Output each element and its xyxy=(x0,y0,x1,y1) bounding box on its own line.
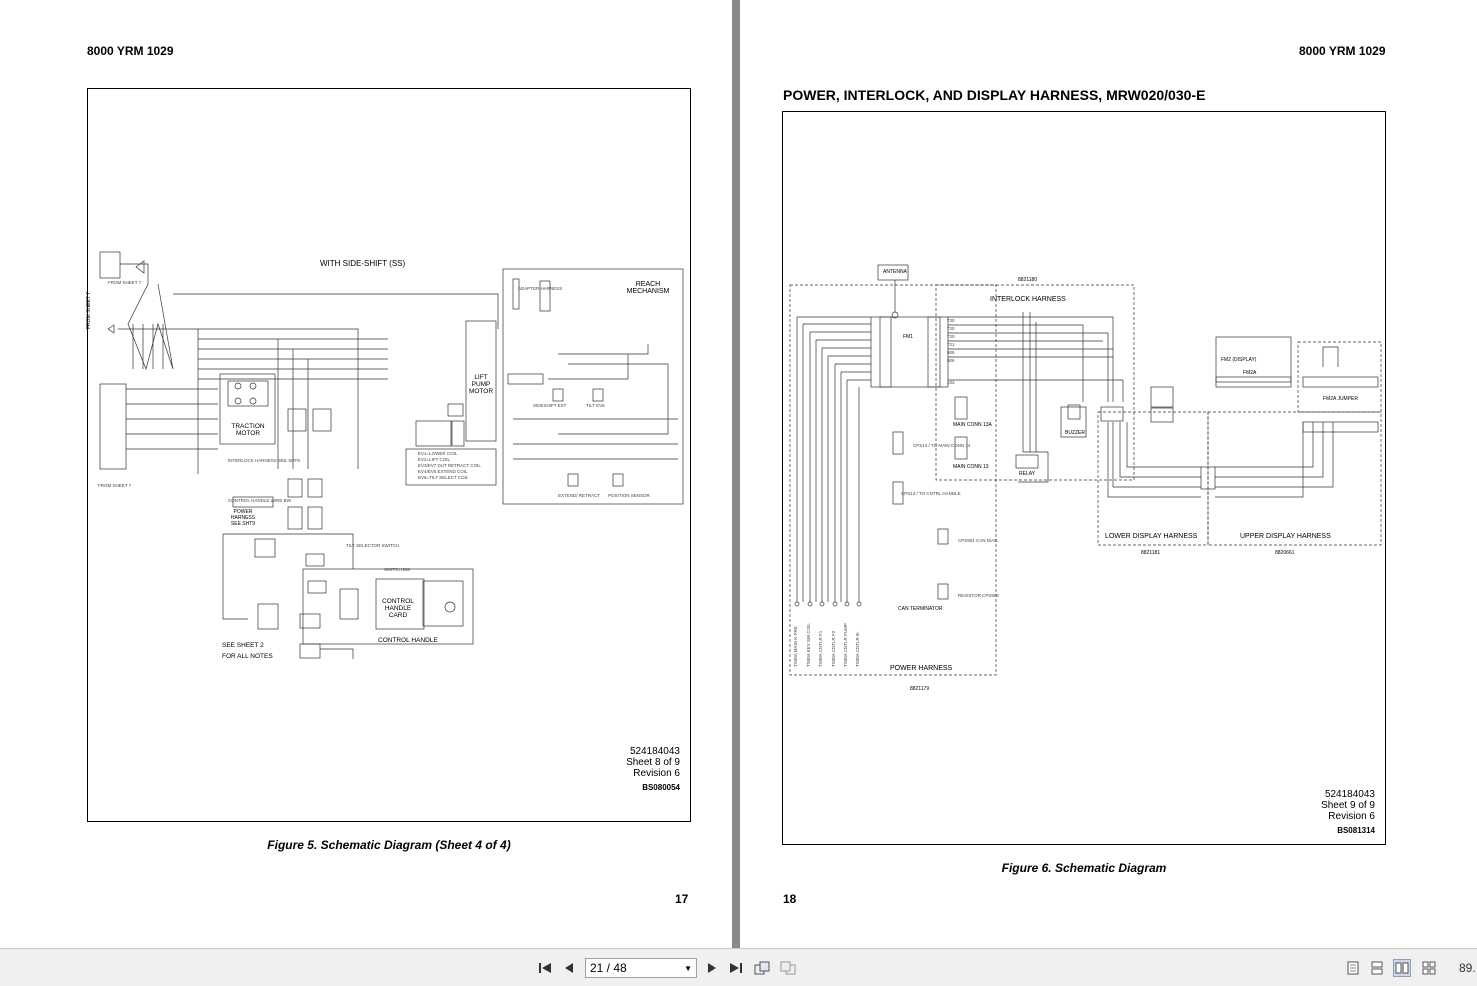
continuous-icon[interactable] xyxy=(1368,959,1386,977)
fm2a-jumper-label: FM2A JUMPER xyxy=(1323,396,1359,402)
svg-text:TS00A CNTLR F2: TS00A CNTLR F2 xyxy=(831,630,836,667)
last-page-icon[interactable] xyxy=(727,959,745,977)
svg-text:CONTROL HANDLE WIRE BW: CONTROL HANDLE WIRE BW xyxy=(228,498,292,503)
svg-text:720: 720 xyxy=(947,326,955,331)
upper-display-harness-label: UPPER DISPLAY HARNESS xyxy=(1240,533,1331,540)
schematic-diagram-sheet9: TS00A MAIN K PRE TS00A KEY SW COIL TS00A… xyxy=(789,264,1382,676)
lift-pump-motor-label: LIFT PUMP MOTOR xyxy=(468,374,494,395)
svg-text:TS00A MAIN K PRE: TS00A MAIN K PRE xyxy=(793,626,798,667)
page-number-select[interactable]: 21 / 48 ▼ xyxy=(585,958,697,978)
power-part-number: 8821179 xyxy=(910,686,930,692)
svg-text:CPS14 / TO MAIN CONN 14: CPS14 / TO MAIN CONN 14 xyxy=(913,443,971,448)
go-back-icon[interactable] xyxy=(753,959,771,977)
page-header: 8000 YRM 1029 xyxy=(1299,44,1386,58)
svg-text:SIDESHIFT EXT: SIDESHIFT EXT xyxy=(533,403,567,408)
svg-text:721: 721 xyxy=(947,342,955,347)
svg-text:POSITION SENSOR: POSITION SENSOR xyxy=(608,493,651,498)
svg-text:102: 102 xyxy=(947,380,955,385)
svg-text:ADAPTER HARNESS: ADAPTER HARNESS xyxy=(518,286,562,291)
prev-page-icon[interactable] xyxy=(560,959,578,977)
svg-text:TS00A KEY SW COIL: TS00A KEY SW COIL xyxy=(806,623,811,667)
svg-text:FROM SHEET 7: FROM SHEET 7 xyxy=(108,280,142,285)
power-harness-label: POWER HARNESS SEE SHT9 xyxy=(230,509,256,527)
svg-text:EV1=LOWER COIL: EV1=LOWER COIL xyxy=(418,451,458,456)
reach-mechanism-label: REACH MECHANISM xyxy=(626,281,670,295)
page-header: 8000 YRM 1029 xyxy=(87,44,174,58)
relay-label: RELAY xyxy=(1019,471,1036,477)
lower-display-harness-label: LOWER DISPLAY HARNESS xyxy=(1105,533,1198,540)
antenna-label: ANTENNA xyxy=(883,269,907,275)
svg-text:905: 905 xyxy=(947,350,955,355)
schematic-frame: FROM SHEET 7 FROM SHEET 7 ADAPTER HARNES… xyxy=(86,88,691,822)
svg-text:RESISTOR CPS900: RESISTOR CPS900 xyxy=(958,593,999,598)
control-handle-card-label: CONTROL HANDLE CARD xyxy=(382,598,414,619)
figure-caption: Figure 5. Schematic Diagram (Sheet 4 of … xyxy=(267,838,511,852)
main-conn-13a-label: MAIN CONN 13A xyxy=(953,422,992,428)
doc-number: 524184043 xyxy=(629,746,680,757)
page-number: 17 xyxy=(675,892,689,906)
see-sheet-2-label: SEE SHEET 2 xyxy=(222,642,264,649)
revision: Revision 6 xyxy=(633,768,680,779)
drawing-code: BS080054 xyxy=(642,783,680,792)
svg-text:TS00A CNTLR F1: TS00A CNTLR F1 xyxy=(818,630,823,667)
svg-text:INTERLOCK HARNESS SEE SHT9: INTERLOCK HARNESS SEE SHT9 xyxy=(228,458,300,463)
for-all-notes-label: FOR ALL NOTES xyxy=(222,653,273,660)
svg-text:EV3/EV7 DUT RETRACT COIL: EV3/EV7 DUT RETRACT COIL xyxy=(418,463,481,468)
chevron-down-icon: ▼ xyxy=(684,964,692,973)
svg-text:906: 906 xyxy=(947,358,955,363)
traction-motor-label: TRACTION MOTOR xyxy=(231,423,265,437)
fm2a-label: FM2A xyxy=(1243,370,1257,376)
fm1-label: FM1 xyxy=(903,334,913,340)
two-page-icon[interactable] xyxy=(1393,959,1411,977)
main-conn-13-label: MAIN CONN 13 xyxy=(953,464,989,470)
power-harness-label: POWER HARNESS xyxy=(890,665,953,672)
title-block: 524184043 Sheet 9 of 9 Revision 6 BS0813… xyxy=(1321,789,1375,836)
left-page: 8000 YRM 1029 xyxy=(0,0,732,948)
first-page-icon[interactable] xyxy=(536,959,554,977)
page-number: 18 xyxy=(783,892,797,906)
upper-part-number: 8820661 xyxy=(1275,550,1295,556)
title-block: 524184043 Sheet 8 of 9 Revision 6 BS0800… xyxy=(626,746,680,793)
svg-text:720: 720 xyxy=(947,334,955,339)
svg-text:EV4/EV5 EXTEND COIL: EV4/EV5 EXTEND COIL xyxy=(418,469,468,474)
schematic-diagram-sheet4: FROM SHEET 7 FROM SHEET 7 ADAPTER HARNES… xyxy=(98,251,684,659)
section-title: POWER, INTERLOCK, AND DISPLAY HARNESS, M… xyxy=(783,87,1206,103)
from-sheet-7-label: FROM SHEET 7 xyxy=(86,292,92,329)
revision: Revision 6 xyxy=(1328,811,1375,822)
svg-text:TILT EV6: TILT EV6 xyxy=(586,403,605,408)
side-shift-label: WITH SIDE-SHIFT (SS) xyxy=(320,259,406,268)
figure-caption: Figure 6. Schematic Diagram xyxy=(1001,861,1167,875)
right-page: 8000 YRM 1029 POWER, INTERLOCK, AND DISP… xyxy=(740,0,1477,948)
drawing-code: BS081314 xyxy=(1337,826,1375,835)
single-page-icon[interactable] xyxy=(1344,959,1362,977)
lower-part-number: 8821181 xyxy=(1141,550,1161,556)
svg-text:CPS13 / TO CNTRL HANDLE: CPS13 / TO CNTRL HANDLE xyxy=(901,491,961,496)
interlock-part-number: 8821180 xyxy=(1018,277,1038,283)
two-page-continuous-icon[interactable] xyxy=(1420,959,1438,977)
svg-text:EV2=LIFT COIL: EV2=LIFT COIL xyxy=(418,457,451,462)
svg-text:EXTEND/ RETRACT: EXTEND/ RETRACT xyxy=(558,493,600,498)
doc-number: 524184043 xyxy=(1324,789,1375,800)
sheet-number: Sheet 9 of 9 xyxy=(1321,800,1375,811)
svg-text:SWITCH BW: SWITCH BW xyxy=(384,567,411,572)
buzzer-label: BUZZER xyxy=(1065,430,1085,436)
svg-text:TS00A CNTLR PUMP: TS00A CNTLR PUMP xyxy=(843,623,848,667)
svg-text:EV6=TILT SELECT COIL: EV6=TILT SELECT COIL xyxy=(418,475,469,480)
sheet-number: Sheet 8 of 9 xyxy=(626,757,680,768)
interlock-harness-label: INTERLOCK HARNESS xyxy=(990,296,1066,303)
zoom-level[interactable]: 89. xyxy=(1459,961,1476,975)
page-indicator: 21 / 48 xyxy=(590,961,627,975)
svg-text:TILT SELECTOR SWITCH: TILT SELECTOR SWITCH xyxy=(346,543,399,548)
can-terminator-label: CAN TERMINATOR xyxy=(898,606,943,612)
fm2-display-label: FM2 (DISPLAY) xyxy=(1221,357,1257,363)
svg-text:TS00A CNTLR B-: TS00A CNTLR B- xyxy=(855,631,860,667)
next-page-icon[interactable] xyxy=(703,959,721,977)
svg-text:730: 730 xyxy=(947,318,955,323)
svg-text:FROM SHEET 7: FROM SHEET 7 xyxy=(98,483,132,488)
viewer-toolbar: 21 / 48 ▼ 89. xyxy=(0,948,1477,986)
svg-text:CPS901 CAN DIAG: CPS901 CAN DIAG xyxy=(958,538,998,543)
schematic-frame: TS00A MAIN K PRE TS00A KEY SW COIL TS00A… xyxy=(782,111,1386,845)
control-handle-label: CONTROL HANDLE xyxy=(378,637,438,644)
go-forward-icon[interactable] xyxy=(779,959,797,977)
